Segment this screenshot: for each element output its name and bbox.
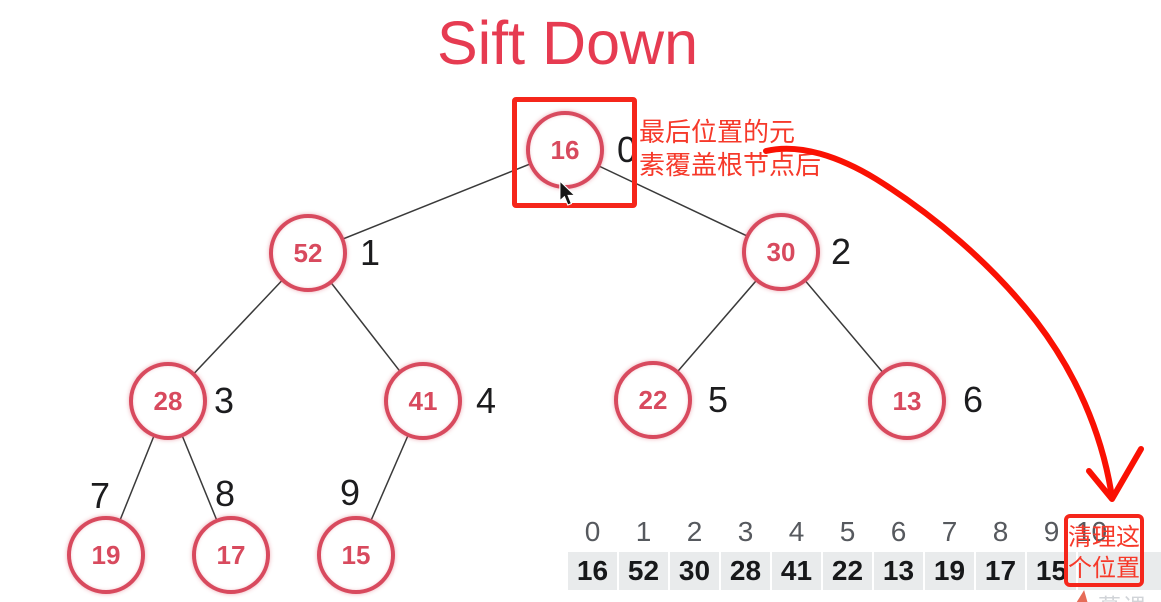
tree-node-2: 30 xyxy=(742,213,820,291)
node-value: 19 xyxy=(91,539,121,570)
root-annotation-line2: 素覆盖根节点后 xyxy=(639,150,822,180)
root-annotation: 最后位置的元 素覆盖根节点后 xyxy=(639,116,821,182)
tree-node-3: 28 xyxy=(129,362,207,440)
watermark-logo-icon xyxy=(1074,589,1092,602)
clear-position-annotation: 清理这 个位置 xyxy=(1068,522,1144,584)
array-cell: 19 xyxy=(925,552,974,590)
tree-node-4: 41 xyxy=(384,362,462,440)
array-value-row: 16 52 30 28 41 22 13 19 17 15 xyxy=(568,552,1161,590)
array-cell: 22 xyxy=(823,552,872,590)
array-cell: 52 xyxy=(619,552,668,590)
array-index: 10 xyxy=(1075,516,1108,547)
tree-node-9: 15 xyxy=(317,516,395,594)
node-value: 28 xyxy=(153,385,183,416)
node-value: 22 xyxy=(638,384,668,415)
node-value: 41 xyxy=(408,385,438,416)
watermark-text: 慕课网 xyxy=(1098,588,1161,602)
node-index-label-5: 5 xyxy=(707,379,729,420)
array-cell: 30 xyxy=(670,552,719,590)
page-title: Sift Down xyxy=(436,9,699,77)
node-index-label-7: 7 xyxy=(89,475,111,516)
node-index-label-3: 3 xyxy=(213,380,235,421)
array-cell: 28 xyxy=(721,552,770,590)
node-index-label-2: 2 xyxy=(830,231,852,272)
node-value: 13 xyxy=(892,385,922,416)
array-index: 9 xyxy=(1043,516,1060,547)
array-cell: 13 xyxy=(874,552,923,590)
array-index: 8 xyxy=(992,516,1009,547)
node-value: 17 xyxy=(216,539,246,570)
tree-node-6: 13 xyxy=(868,362,946,440)
array-index: 2 xyxy=(686,516,703,547)
node-index-label-1: 1 xyxy=(359,232,381,273)
node-value: 30 xyxy=(766,236,796,267)
array-cell: 17 xyxy=(976,552,1025,590)
array-index: 6 xyxy=(890,516,907,547)
array-index: 0 xyxy=(584,516,601,547)
root-annotation-line1: 最后位置的元 xyxy=(639,117,796,147)
array-cell: 41 xyxy=(772,552,821,590)
clear-position-box xyxy=(1064,514,1144,587)
tree-node-7: 19 xyxy=(67,516,145,594)
clear-annotation-line1: 清理这 xyxy=(1068,524,1140,551)
node-value: 16 xyxy=(550,134,580,165)
tree-node-1: 52 xyxy=(269,214,347,292)
node-index-label-8: 8 xyxy=(214,473,236,514)
tree-node-8: 17 xyxy=(192,516,270,594)
array-index: 4 xyxy=(788,516,805,547)
array-cell: 16 xyxy=(568,552,617,590)
array-index: 7 xyxy=(941,516,958,547)
tree-node-5: 22 xyxy=(614,361,692,439)
watermark: 慕课网 xyxy=(1074,588,1161,602)
array-index: 1 xyxy=(635,516,652,547)
array-index: 3 xyxy=(737,516,754,547)
root-highlight-box xyxy=(512,97,637,208)
node-index-label-9: 9 xyxy=(339,472,361,513)
node-index-label-6: 6 xyxy=(962,379,984,420)
node-index-label-4: 4 xyxy=(475,380,497,421)
node-value: 15 xyxy=(341,539,371,570)
array-index: 5 xyxy=(839,516,856,547)
clear-annotation-line2: 个位置 xyxy=(1068,555,1140,582)
node-value: 52 xyxy=(293,237,323,268)
array-index-row: 0 1 2 3 4 5 6 7 8 9 10 xyxy=(568,516,1127,548)
